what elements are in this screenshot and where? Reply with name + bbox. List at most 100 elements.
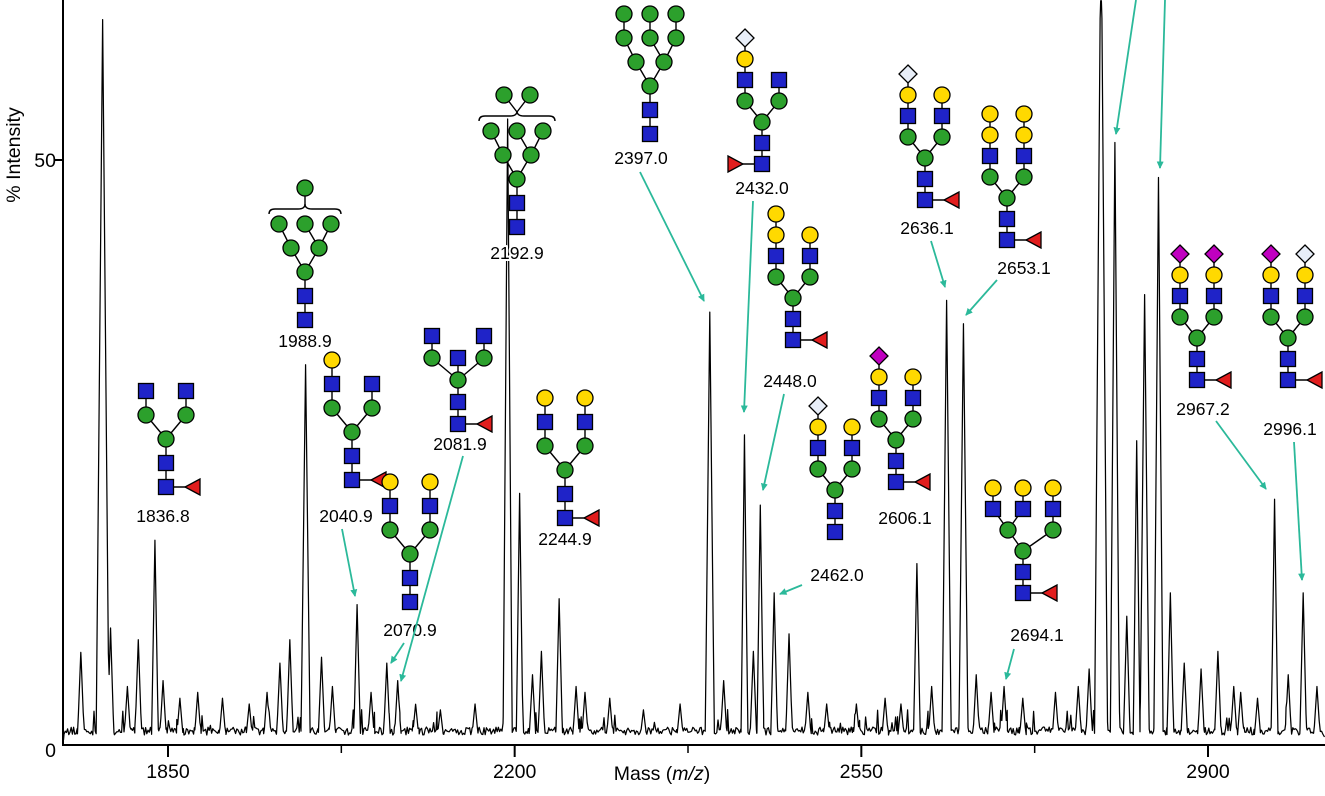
- monosaccharide-Neu5Ac-diamond-icon: [1204, 244, 1224, 264]
- annotation-arrow: [341, 528, 358, 597]
- monosaccharide-Man-circle-icon: [933, 128, 951, 146]
- monosaccharide-Man-circle-icon: [494, 146, 512, 164]
- monosaccharide-Man-circle-icon: [615, 29, 633, 47]
- glycan-annotation-2192.9: 2192.9: [478, 86, 556, 265]
- monosaccharide-Man-circle-icon: [784, 289, 802, 307]
- monosaccharide-GlcNAc-square-icon: [449, 349, 467, 367]
- monosaccharide-Man-circle-icon: [767, 268, 785, 286]
- monosaccharide-Man-circle-icon: [157, 430, 175, 448]
- monosaccharide-GlcNAc-square-icon: [323, 375, 341, 393]
- monosaccharide-GlcNAc-square-icon: [508, 194, 526, 212]
- monosaccharide-Man-circle-icon: [770, 92, 788, 110]
- glycan-annotations-layer: 1836.81988.92040.92070.92081.92192.92244…: [134, 5, 1323, 682]
- annotation-arrow: [390, 642, 405, 664]
- monosaccharide-GlcNAc-square-icon: [423, 327, 441, 345]
- monosaccharide-Man-circle-icon: [916, 149, 934, 167]
- monosaccharide-GlcNAc-square-icon: [296, 287, 314, 305]
- glycan-annotation-2653.1: 2653.1: [965, 105, 1053, 316]
- monosaccharide-GlcNAc-square-icon: [363, 375, 381, 393]
- monosaccharide-Man-circle-icon: [1014, 542, 1032, 560]
- y-tick-label-50: 50: [34, 150, 56, 172]
- monosaccharide-GlcNAc-square-icon: [984, 500, 1002, 518]
- monosaccharide-Gal-circle-icon: [767, 226, 785, 244]
- monosaccharide-Man-circle-icon: [655, 53, 673, 71]
- monosaccharide-GlcNAc-square-icon: [998, 231, 1016, 249]
- monosaccharide-Gal-circle-icon: [576, 389, 594, 407]
- monosaccharide-Man-circle-icon: [1205, 308, 1223, 326]
- mass-label: 2448.0: [763, 371, 817, 391]
- monosaccharide-Man-circle-icon: [998, 189, 1016, 207]
- monosaccharide-Man-circle-icon: [641, 29, 659, 47]
- monosaccharide-Fuc-triangle-icon: [1024, 230, 1042, 250]
- monosaccharide-GlcNAc-square-icon: [933, 107, 951, 125]
- monosaccharide-GlcNAc-square-icon: [475, 327, 493, 345]
- monosaccharide-Man-circle-icon: [1188, 329, 1206, 347]
- monosaccharide-GlcNAc-square-icon: [826, 502, 844, 520]
- glycan-annotation-2244.9: 2244.9: [536, 389, 600, 551]
- monosaccharide-Man-circle-icon: [508, 170, 526, 188]
- heterogeneity-bracket: [268, 203, 342, 215]
- monosaccharide-Man-circle-icon: [999, 521, 1017, 539]
- x-axis-title: Mass (m/z): [614, 763, 710, 785]
- mass-label: 2967.2: [1176, 399, 1230, 419]
- monosaccharide-Fuc-triangle-icon: [475, 414, 493, 434]
- monosaccharide-Fuc-triangle-icon: [913, 472, 931, 492]
- monosaccharide-Man-circle-icon: [363, 399, 381, 417]
- monosaccharide-Neu5Gc-diamond-icon: [735, 28, 755, 48]
- glycan-annotation-2448.0: 2448.0: [760, 205, 828, 491]
- glycan-annotation-2397.0: 2397.0: [612, 5, 705, 302]
- monosaccharide-Man-circle-icon: [296, 179, 314, 197]
- monosaccharide-Neu5Ac-diamond-icon: [869, 346, 889, 366]
- monosaccharide-Gal-circle-icon: [1205, 266, 1223, 284]
- monosaccharide-GlcNAc-square-icon: [296, 311, 314, 329]
- monosaccharide-GlcNAc-square-icon: [916, 170, 934, 188]
- monosaccharide-GlcNAc-square-icon: [157, 454, 175, 472]
- monosaccharide-Man-circle-icon: [801, 268, 819, 286]
- monosaccharide-Gal-circle-icon: [421, 473, 439, 491]
- monosaccharide-Fuc-triangle-icon: [582, 508, 600, 528]
- monosaccharide-Fuc-triangle-icon: [810, 330, 828, 350]
- monosaccharide-Man-circle-icon: [508, 122, 526, 140]
- monosaccharide-Man-circle-icon: [615, 5, 633, 23]
- monosaccharide-Man-circle-icon: [1015, 168, 1033, 186]
- monosaccharide-GlcNAc-square-icon: [753, 134, 771, 152]
- monosaccharide-GlcNAc-square-icon: [1171, 287, 1189, 305]
- annotation-arrow: [779, 584, 803, 595]
- monosaccharide-Man-circle-icon: [843, 460, 861, 478]
- monosaccharide-Gal-circle-icon: [1015, 126, 1033, 144]
- monosaccharide-Man-circle-icon: [1044, 521, 1062, 539]
- heterogeneity-bracket: [478, 110, 556, 122]
- monosaccharide-Man-circle-icon: [576, 437, 594, 455]
- monosaccharide-GlcNAc-square-icon: [449, 415, 467, 433]
- monosaccharide-Man-circle-icon: [449, 371, 467, 389]
- glycan-annotation-2040.9: 2040.9: [317, 351, 387, 597]
- annotation-arrow: [760, 393, 785, 491]
- annotation-arrow: [1156, 0, 1166, 169]
- monosaccharide-Gal-circle-icon: [381, 473, 399, 491]
- monosaccharide-GlcNAc-square-icon: [1188, 350, 1206, 368]
- monosaccharide-GlcNAc-square-icon: [1015, 147, 1033, 165]
- glycan-annotation-2070.9: 2070.9: [381, 473, 439, 664]
- monosaccharide-Man-circle-icon: [753, 113, 771, 131]
- mass-label: 2462.0: [810, 565, 864, 585]
- monosaccharide-Gal-circle-icon: [1015, 105, 1033, 123]
- monosaccharide-Man-circle-icon: [870, 410, 888, 428]
- y-axis-title: % Intensity: [3, 107, 25, 203]
- monosaccharide-Gal-circle-icon: [904, 368, 922, 386]
- monosaccharide-GlcNAc-square-icon: [826, 523, 844, 541]
- annotation-arrows-layer: [1113, 0, 1166, 169]
- monosaccharide-GlcNAc-square-icon: [401, 569, 419, 587]
- monosaccharide-Gal-circle-icon: [801, 226, 819, 244]
- monosaccharide-GlcNAc-square-icon: [1014, 584, 1032, 602]
- monosaccharide-GlcNAc-square-icon: [641, 125, 659, 143]
- monosaccharide-GlcNAc-square-icon: [904, 389, 922, 407]
- mass-label: 2244.9: [538, 529, 592, 549]
- monosaccharide-Man-circle-icon: [826, 481, 844, 499]
- mass-label: 2040.9: [319, 506, 373, 526]
- monosaccharide-Gal-circle-icon: [536, 389, 554, 407]
- monosaccharide-GlcNAc-square-icon: [887, 473, 905, 491]
- x-axis-tick-label: 1850: [146, 761, 190, 783]
- monosaccharide-GlcNAc-square-icon: [421, 497, 439, 515]
